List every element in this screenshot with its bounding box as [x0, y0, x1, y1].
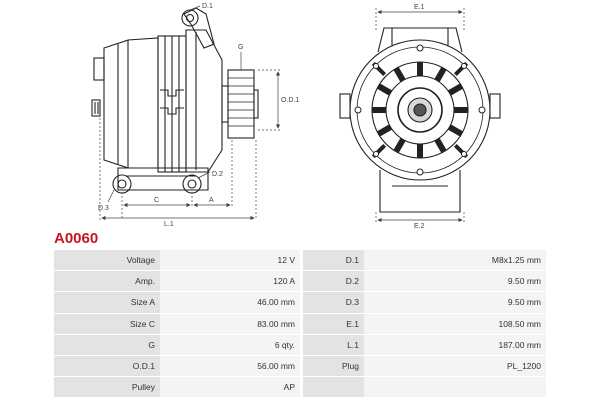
- spec-value: [364, 376, 546, 399]
- front-view: [339, 27, 501, 213]
- label-g: G: [238, 44, 243, 51]
- spec-value: 56.00 mm: [160, 355, 300, 378]
- specification-table: Voltage 12 V D.1 M8x1.25 mm Amp. 120 A D…: [54, 250, 546, 399]
- table-row: Size A 46.00 mm D.3 9.50 mm: [54, 291, 546, 314]
- spec-label: Pulley: [54, 376, 160, 399]
- spec-value: PL_1200: [364, 355, 546, 378]
- spec-value: 9.50 mm: [364, 270, 546, 293]
- label-d3: D.3: [98, 205, 109, 212]
- side-view-labels: D.1 G O.D.1 D.2 D.3 C A L.1: [98, 3, 299, 228]
- table-row: Pulley AP: [54, 376, 546, 399]
- label-l1: L.1: [164, 221, 174, 228]
- spec-label: D.1: [303, 250, 364, 272]
- spec-value: 120 A: [160, 270, 300, 293]
- table-row: Size C 83.00 mm E.1 108.50 mm: [54, 313, 546, 335]
- column-gap: [300, 334, 303, 356]
- alternator-technical-drawing: D.1 G O.D.1 D.2 D.3 C A L.1: [91, 3, 501, 230]
- table-row: Voltage 12 V D.1 M8x1.25 mm: [54, 250, 546, 272]
- specification-table-body: Voltage 12 V D.1 M8x1.25 mm Amp. 120 A D…: [54, 250, 546, 399]
- spec-value: 108.50 mm: [364, 313, 546, 335]
- column-gap: [300, 250, 303, 272]
- spec-label: O.D.1: [54, 355, 160, 378]
- front-view-fan: [372, 62, 468, 158]
- spec-label: Size C: [54, 313, 160, 335]
- spec-value: 6 qty.: [160, 334, 300, 356]
- front-view-bolts: [354, 44, 486, 176]
- column-gap: [300, 376, 303, 399]
- table-row: Amp. 120 A D.2 9.50 mm: [54, 270, 546, 293]
- table-row: O.D.1 56.00 mm Plug PL_1200: [54, 355, 546, 378]
- side-view-dimensions: [99, 5, 282, 221]
- label-a: A: [209, 197, 214, 204]
- spec-value: AP: [160, 376, 300, 399]
- label-od1: O.D.1: [281, 97, 299, 104]
- spec-label: Plug: [303, 355, 364, 378]
- spec-value: 46.00 mm: [160, 291, 300, 314]
- spec-label: D.3: [303, 291, 364, 314]
- front-view-labels: E.1 E.2: [414, 4, 425, 230]
- column-gap: [300, 291, 303, 314]
- label-c: C: [154, 197, 159, 204]
- label-e1: E.1: [414, 4, 425, 11]
- label-e2: E.2: [414, 223, 425, 230]
- label-d2: D.2: [212, 171, 223, 178]
- column-gap: [300, 313, 303, 335]
- spec-value: M8x1.25 mm: [364, 250, 546, 272]
- spec-value: 83.00 mm: [160, 313, 300, 335]
- spec-label: Amp.: [54, 270, 160, 293]
- part-number-title: A0060: [54, 230, 99, 247]
- spec-value: 187.00 mm: [364, 334, 546, 356]
- front-view-dimensions: [375, 8, 465, 224]
- spec-value: 9.50 mm: [364, 291, 546, 314]
- side-view: [91, 7, 259, 194]
- spec-label: D.2: [303, 270, 364, 293]
- spec-label: Voltage: [54, 250, 160, 272]
- column-gap: [300, 270, 303, 293]
- spec-label: [303, 376, 364, 399]
- spec-value: 12 V: [160, 250, 300, 272]
- table-row: G 6 qty. L.1 187.00 mm: [54, 334, 546, 356]
- spec-label: L.1: [303, 334, 364, 356]
- spec-label: E.1: [303, 313, 364, 335]
- column-gap: [300, 355, 303, 378]
- spec-label: Size A: [54, 291, 160, 314]
- spec-label: G: [54, 334, 160, 356]
- label-d1: D.1: [202, 3, 213, 10]
